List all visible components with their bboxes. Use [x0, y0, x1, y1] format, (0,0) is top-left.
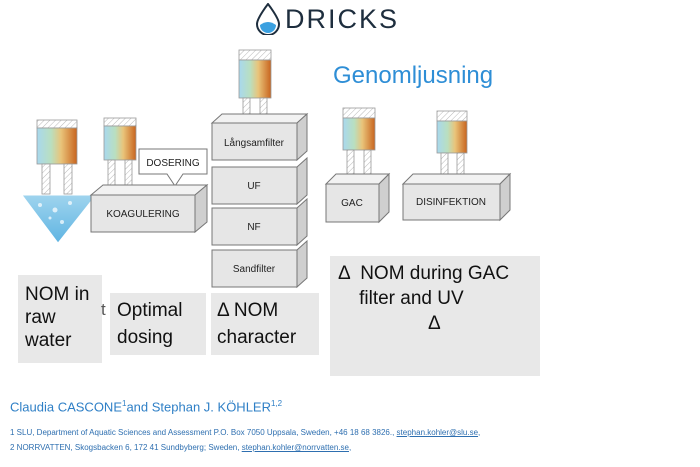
sample-column-2 — [103, 117, 137, 188]
note-dose-line-1: Optimal — [117, 300, 183, 321]
note-dose-line-2: dosing — [117, 327, 173, 348]
koagulering-box: KOAGULERING — [89, 183, 209, 234]
authors-line: Claudia CASCONE1and Stephan J. KÖHLER1,2 — [10, 399, 282, 414]
note-nom-gac-uv: Δ NOM during GAC filter and UV Δ — [330, 256, 540, 376]
sandfilter-label: Sandfilter — [233, 264, 276, 275]
note-char-line-1: Δ NOM — [217, 300, 279, 321]
logo-text: DRICKS — [285, 3, 400, 34]
page-heading: Genomljusning — [333, 62, 494, 89]
sample-column-3 — [238, 49, 272, 121]
nf-label: NF — [247, 222, 260, 233]
affiliation-1-text: 1 SLU, Department of Aquatic Sciences an… — [10, 428, 397, 437]
gac-box: GAC — [324, 172, 391, 224]
email-link-1[interactable]: stephan.kohler@slu.se — [396, 428, 479, 437]
author-2: and Stephan J. KÖHLER — [126, 399, 271, 415]
note-gac-line-2: filter and UV — [338, 288, 464, 309]
treatment-process-diagram: DOSERING KOAGULERING Långsamfilter UF NF… — [21, 49, 512, 289]
disinfektion-box: DISINFEKTION — [401, 172, 512, 222]
note-char-line-2: character — [217, 327, 297, 348]
affiliation-1: 1 SLU, Department of Aquatic Sciences an… — [10, 428, 480, 437]
sample-column-1 — [36, 119, 78, 195]
author-1: Claudia CASCONE — [10, 399, 122, 415]
uf-box: UF — [211, 156, 308, 206]
note-gac-line-1: Δ NOM during GAC — [338, 263, 510, 284]
raw-water-funnel — [21, 194, 98, 244]
sandfilter-box: Sandfilter — [211, 239, 308, 289]
note-nom-character: Δ NOM character — [211, 293, 319, 355]
note-nom-raw-water: NOM in raw water — [18, 275, 102, 363]
water-drop-icon — [255, 3, 281, 35]
affiliation-1-end: , — [478, 428, 481, 437]
note-gac-line-3: Δ — [428, 313, 441, 334]
note-optimal-dosing: Optimal dosing — [110, 293, 206, 355]
langsamfilter-box: Långsamfilter — [210, 112, 309, 162]
sample-column-4 — [342, 107, 376, 175]
email-link-2[interactable]: stephan.kohler@norrvatten.se — [241, 443, 349, 452]
nf-box: NF — [211, 197, 308, 247]
gac-label: GAC — [341, 198, 363, 209]
dosering-callout: DOSERING — [138, 148, 208, 187]
author-1-affiliation: 1 — [122, 399, 127, 408]
note-raw-line-3: water — [25, 330, 72, 351]
dosering-label: DOSERING — [146, 158, 200, 169]
note-raw-line-2: raw — [25, 307, 56, 328]
disinfektion-label: DISINFEKTION — [416, 197, 486, 208]
note-raw-trailing-text: t — [101, 300, 106, 319]
koagulering-label: KOAGULERING — [106, 209, 180, 220]
author-2-affiliation: 1,2 — [270, 399, 283, 408]
affiliation-2: 2 NORRVATTEN, Skogsbacken 6, 172 41 Sund… — [10, 443, 351, 452]
dricks-logo: DRICKS — [255, 2, 399, 36]
note-raw-line-1: NOM in — [25, 284, 90, 305]
affiliation-2-text: 2 NORRVATTEN, Skogsbacken 6, 172 41 Sund… — [10, 443, 242, 452]
uf-label: UF — [247, 181, 260, 192]
langsamfilter-label: Långsamfilter — [224, 137, 285, 149]
sample-column-5 — [436, 110, 468, 178]
affiliation-2-end: , — [348, 443, 352, 452]
